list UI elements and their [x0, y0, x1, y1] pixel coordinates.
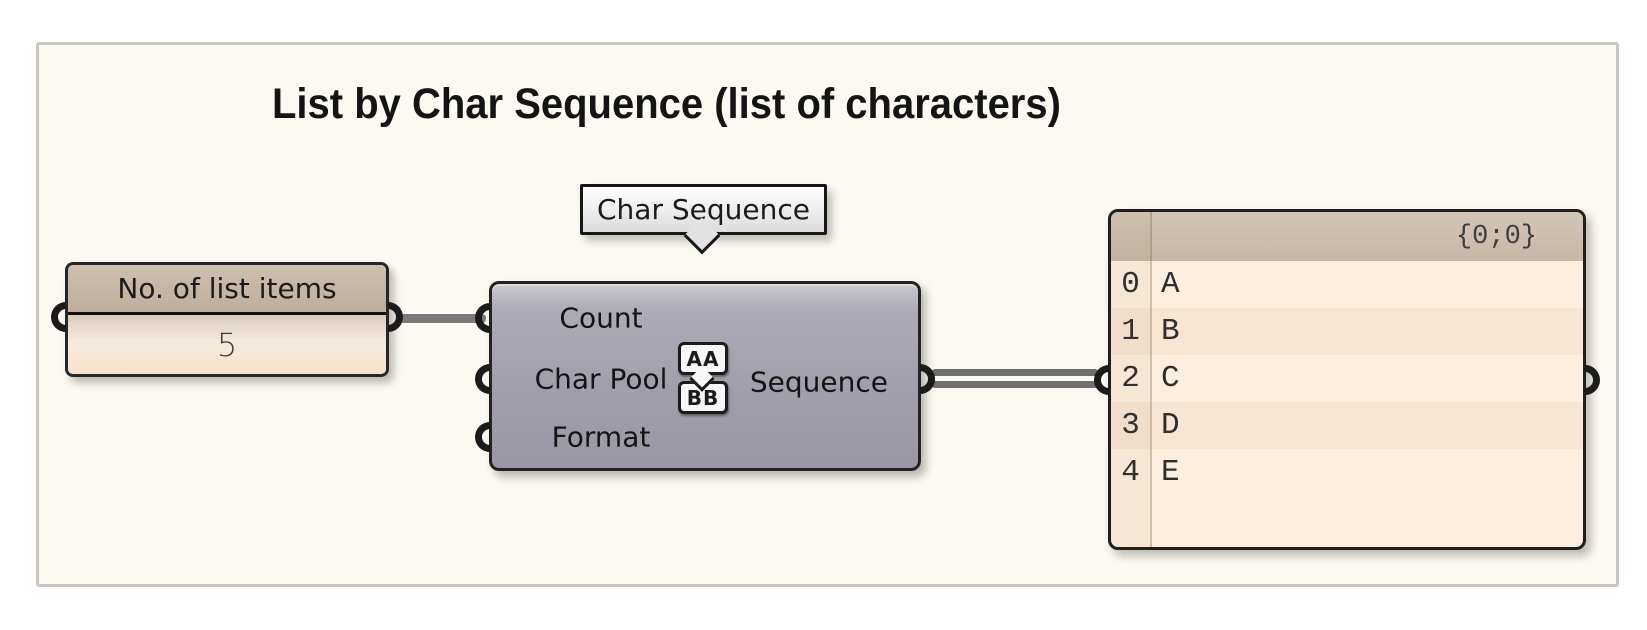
sequence-output-grip[interactable] [920, 364, 935, 394]
wire-sequence-line-top [932, 369, 1098, 376]
number-panel-title: No. of list items [68, 265, 386, 312]
list-item-index: 2 [1121, 361, 1140, 396]
list-item-index: 3 [1121, 408, 1140, 443]
input-label-count: Count [559, 301, 643, 335]
list-item-value: A [1161, 267, 1180, 302]
format-input-grip[interactable] [475, 422, 490, 452]
input-label-char-pool: Char Pool [534, 362, 668, 396]
list-item-value: E [1161, 455, 1180, 490]
list-item: 1 B [1111, 308, 1583, 355]
number-panel-divider [68, 312, 386, 315]
char-sequence-component[interactable]: Count Char Pool Format AA BB Sequence [489, 281, 921, 471]
output-label-sequence: Sequence [749, 365, 888, 399]
list-item-value: C [1161, 361, 1180, 396]
output-panel-input-grip[interactable] [1094, 365, 1109, 395]
list-item: 2 C [1111, 355, 1583, 402]
list-item-value: B [1161, 314, 1180, 349]
number-panel-input-grip[interactable] [51, 302, 66, 332]
char-pool-input-grip[interactable] [475, 364, 490, 394]
list-item-index: 0 [1121, 267, 1140, 302]
list-item-index: 4 [1121, 455, 1140, 490]
wire-sequence-line-bottom [932, 381, 1098, 388]
wire-count[interactable] [398, 314, 486, 323]
output-panel-output-grip[interactable] [1585, 365, 1600, 395]
number-panel-output-grip[interactable] [388, 302, 403, 332]
page-title: List by Char Sequence (list of character… [272, 80, 1061, 128]
number-panel[interactable]: No. of list items 5 [65, 262, 389, 377]
list-item: 0 A [1111, 261, 1583, 308]
output-panel[interactable]: {0;0} 0 A 1 B 2 C 3 D 4 E [1108, 209, 1586, 550]
number-panel-value[interactable]: 5 [68, 315, 386, 374]
list-item: 4 E [1111, 449, 1583, 496]
output-panel-path: {0;0} [1111, 212, 1583, 261]
wire-sequence[interactable] [932, 369, 1098, 388]
input-label-format: Format [551, 420, 651, 454]
count-input-grip[interactable] [475, 303, 490, 333]
list-item-index: 1 [1121, 314, 1140, 349]
list-item-value: D [1161, 408, 1180, 443]
list-item: 3 D [1111, 402, 1583, 449]
char-sequence-icon: AA BB [678, 342, 728, 414]
